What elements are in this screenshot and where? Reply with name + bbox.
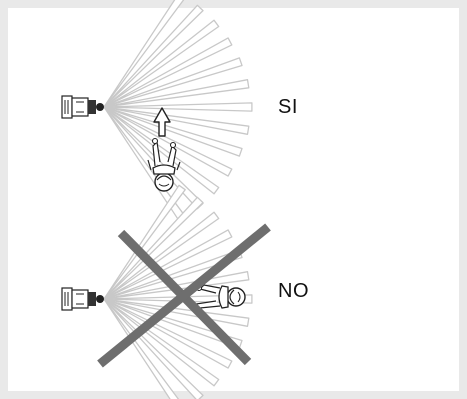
motion-sensor-icon [61,287,104,311]
beam-ray [103,196,204,300]
cross-out-icon [97,223,271,368]
beam-ray [103,184,186,300]
beam-ray [103,106,243,157]
beam-ray [103,298,233,369]
beam-fan-correct [103,0,253,222]
beam-ray [103,211,220,300]
beam-ray [103,298,243,349]
beam-ray [103,4,204,108]
beam-ray [103,57,243,108]
beam-ray [103,106,233,177]
walking-person-icon [147,137,181,192]
beam-ray [103,37,233,108]
incorrect-label: NO [278,280,309,302]
beam-ray [103,102,253,112]
up-arrow-icon [153,107,171,137]
beam-ray [103,19,220,108]
beam-ray [103,0,185,108]
beam-ray [103,106,220,195]
beam-ray [103,298,180,399]
beam-ray [103,298,204,399]
beam-fan-incorrect [103,184,253,399]
motion-sensor-icon [61,95,104,119]
beam-ray [103,298,250,327]
beam-ray [103,229,233,300]
beam-ray [103,79,250,108]
beam-ray [103,106,250,135]
correct-label: SI [278,96,298,118]
beam-ray [103,298,220,387]
